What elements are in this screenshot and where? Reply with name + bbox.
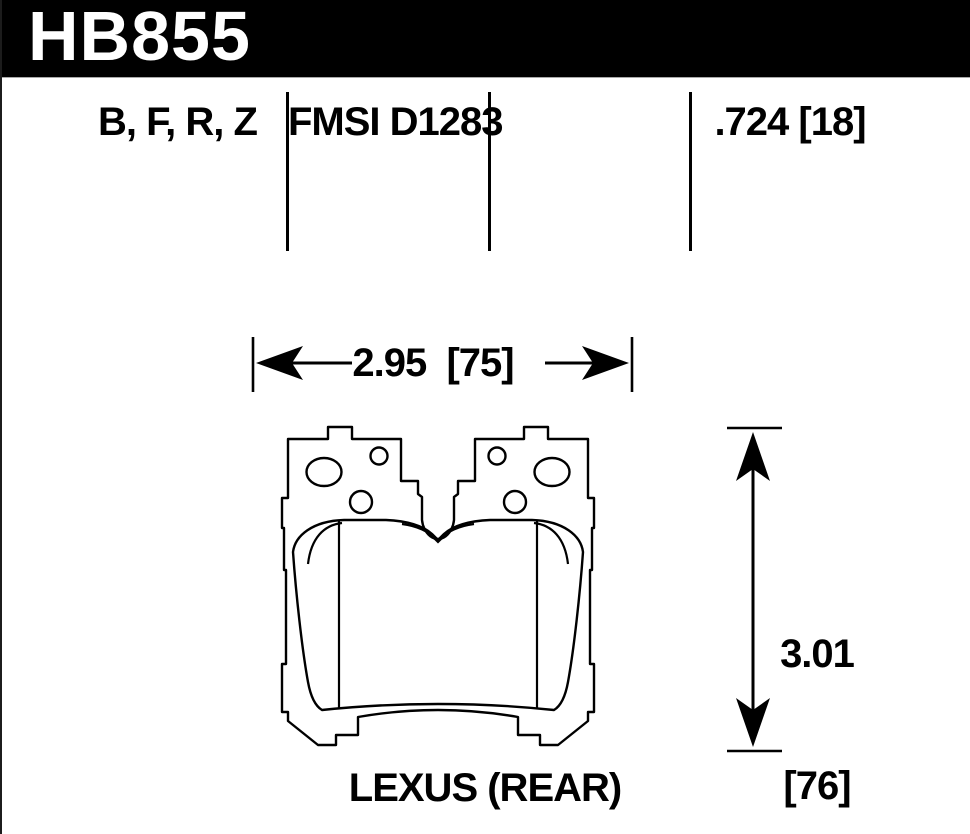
header-bar: HB855 — [0, 0, 970, 78]
spec-divider-2 — [488, 92, 491, 251]
round-hole-left — [348, 489, 374, 515]
pad-top-corner-inner-line-left — [306, 521, 343, 565]
page-left-border — [0, 0, 2, 834]
width-dimension-value: 2.95 [75] — [352, 341, 514, 385]
pad-center-dip-inner-line — [401, 522, 475, 544]
height-dimension-inches: 3.01 — [780, 632, 855, 676]
height-dimension-arrows — [727, 426, 782, 753]
oval-hole-left — [305, 456, 343, 488]
height-dimension-value: 3.01 [76] — [762, 544, 872, 834]
width-dimension-arrows — [251, 337, 634, 392]
spec-pad-thickness: .724 [18] — [714, 100, 866, 144]
spec-compounds: B, F, R, Z — [98, 100, 258, 144]
spec-fmsi-number: FMSI D1283 — [288, 100, 504, 144]
arrow-left-icon — [256, 346, 303, 380]
small-hole-left — [369, 446, 389, 466]
pad-top-corner-inner-line-right — [533, 521, 570, 565]
vehicle-caption: LEXUS (REAR) — [348, 766, 622, 810]
arrow-up-icon — [736, 432, 770, 481]
small-hole-right — [487, 446, 507, 466]
friction-pad-outline — [291, 518, 585, 712]
backing-plate-outline — [280, 425, 596, 747]
spec-divider-1 — [286, 92, 289, 251]
arrow-right-icon — [582, 346, 629, 380]
arrow-down-icon — [736, 698, 770, 747]
brake-pad-drawing — [280, 425, 596, 747]
round-hole-right — [502, 489, 528, 515]
height-dimension-mm: [76] — [783, 764, 851, 808]
oval-hole-right — [533, 456, 571, 488]
spec-divider-3 — [689, 92, 692, 251]
part-number: HB855 — [28, 0, 251, 75]
